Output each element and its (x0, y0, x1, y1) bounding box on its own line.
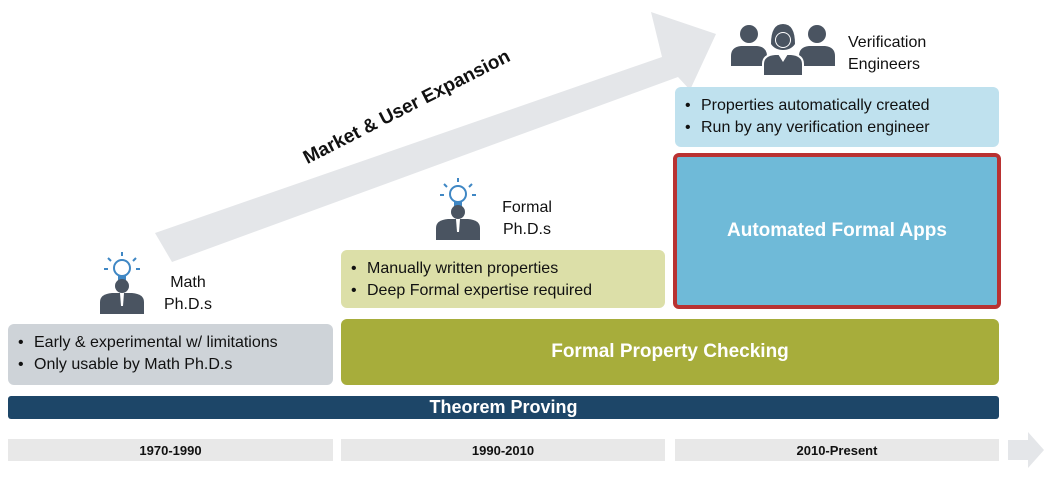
people-group-icon (731, 24, 835, 76)
verification-era-bullets: Properties automatically created Run by … (675, 87, 999, 147)
bullet-item: Early & experimental w/ limitations (18, 332, 323, 354)
lightbulb-person-icon (100, 252, 144, 314)
theorem-proving-bar: Theorem Proving (8, 396, 999, 419)
bullet-item: Only usable by Math Ph.D.s (18, 354, 323, 376)
timeline-period-2: 1990-2010 (341, 439, 665, 461)
formal-phds-label: Formal Ph.D.s (502, 199, 552, 238)
math-era-bullets: Early & experimental w/ limitations Only… (8, 324, 333, 385)
bullet-item: Deep Formal expertise required (351, 280, 655, 302)
math-phds-label: Math Ph.D.s (163, 274, 212, 313)
timeline-period-3: 2010-Present (675, 439, 999, 461)
automated-formal-apps-box: Automated Formal Apps (673, 153, 1001, 309)
verification-engineers-label: Verification Engineers (848, 34, 927, 73)
lightbulb-person-icon (436, 178, 480, 240)
formal-property-checking-box: Formal Property Checking (341, 319, 999, 385)
bullet-item: Manually written properties (351, 258, 655, 280)
bullet-item: Properties automatically created (685, 95, 989, 117)
timeline-arrow-icon (1008, 432, 1044, 468)
timeline-period-1: 1970-1990 (8, 439, 333, 461)
bullet-item: Run by any verification engineer (685, 117, 989, 139)
formal-era-bullets: Manually written properties Deep Formal … (341, 250, 665, 308)
